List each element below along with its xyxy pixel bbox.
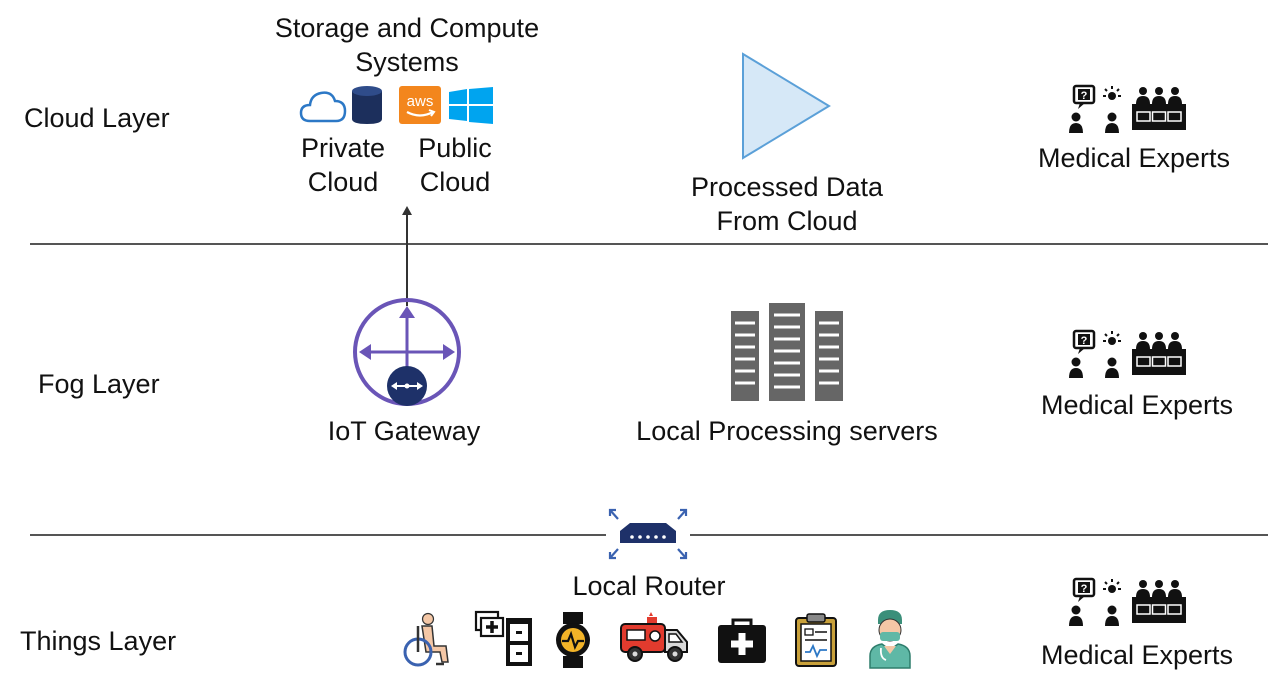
iot-gateway-icon xyxy=(349,298,465,406)
private-cloud-icon xyxy=(299,86,347,124)
storage-compute-title: Storage and Compute Systems xyxy=(274,13,540,77)
processed-data-icon xyxy=(741,52,833,160)
aws-icon: aws xyxy=(399,86,441,124)
fog-experts-label: Medical Experts xyxy=(1040,390,1234,420)
cloud-layer-label: Cloud Layer xyxy=(24,103,170,133)
cloud-experts-label: Medical Experts xyxy=(1037,143,1231,173)
medical-experts-icon xyxy=(1068,84,1188,136)
local-processing-servers-label: Local Processing servers xyxy=(636,416,938,446)
clipboard-icon xyxy=(793,612,839,668)
fog-layer-label: Fog Layer xyxy=(38,369,160,399)
processed-data-label: Processed Data From Cloud xyxy=(690,172,884,236)
iot-gateway-label: IoT Gateway xyxy=(327,416,481,446)
gateway-to-cloud-arrow xyxy=(399,206,415,306)
server-rack-icon xyxy=(727,303,845,403)
local-router-label: Local Router xyxy=(572,571,726,601)
doctor-icon xyxy=(866,610,914,669)
first-aid-kit-icon xyxy=(716,617,768,665)
windows-icon xyxy=(449,87,493,124)
local-router-icon xyxy=(606,505,690,563)
things-layer-label: Things Layer xyxy=(20,626,177,656)
wheelchair-icon xyxy=(400,612,452,668)
public-cloud-label: Public Cloud xyxy=(418,133,492,197)
private-cloud-label: Private Cloud xyxy=(300,133,386,197)
things-experts-label: Medical Experts xyxy=(1040,640,1234,670)
cloud-fog-divider xyxy=(30,243,1268,245)
database-icon xyxy=(350,85,384,125)
aws-text: aws xyxy=(407,93,434,110)
medical-files-icon xyxy=(473,608,535,668)
ambulance-icon xyxy=(619,612,689,664)
smartwatch-icon xyxy=(553,612,593,668)
medical-experts-icon xyxy=(1068,577,1188,629)
medical-experts-icon xyxy=(1068,329,1188,381)
